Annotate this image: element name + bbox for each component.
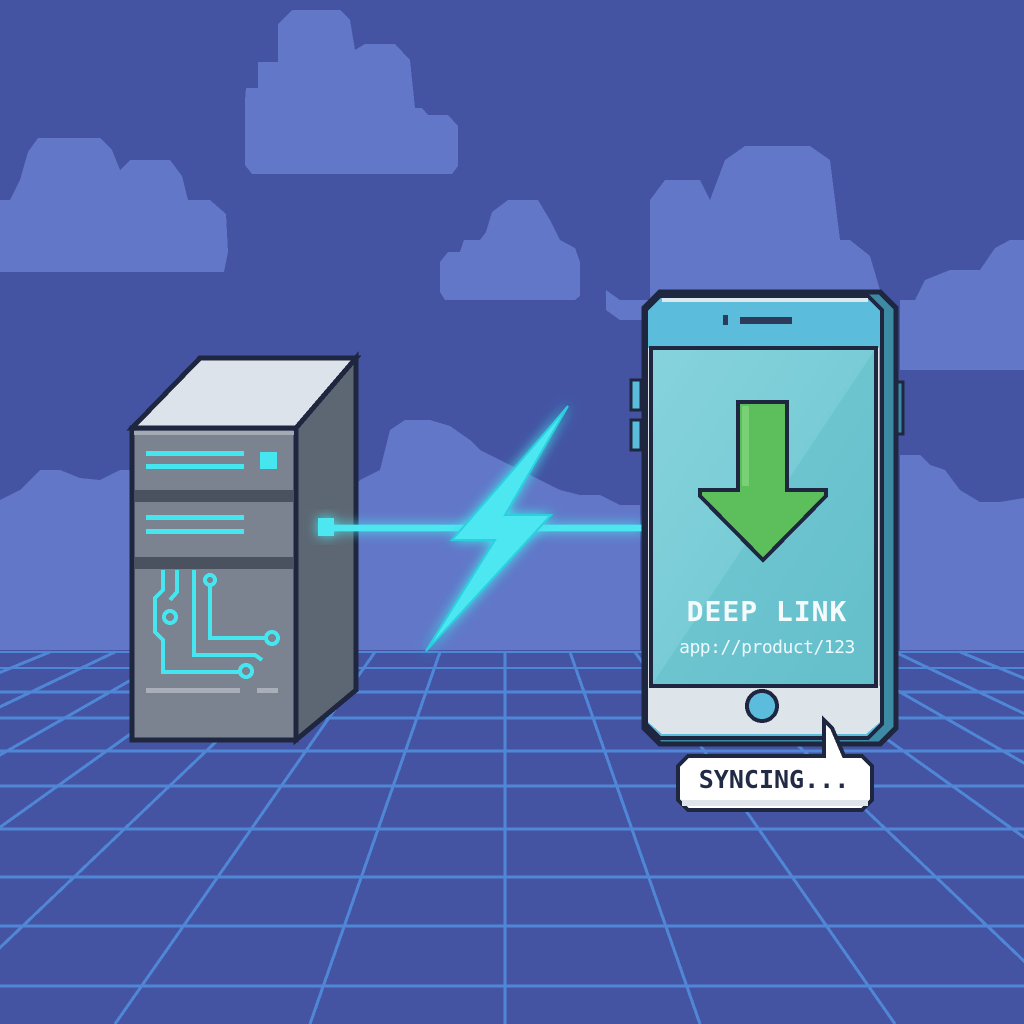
download-arrow-icon	[698, 400, 828, 563]
camera-icon	[723, 315, 728, 325]
bay-divider	[134, 490, 294, 502]
server-bay-2	[146, 515, 244, 534]
server-bay-1	[146, 451, 277, 469]
home-button	[745, 689, 779, 723]
syncing-status: SYNCING...	[698, 765, 850, 794]
deep-link-url[interactable]: app://product/123	[679, 637, 855, 658]
beam-node	[318, 518, 334, 536]
volume-down-button	[629, 418, 643, 452]
status-light-icon	[260, 452, 277, 469]
volume-up-button	[629, 378, 643, 412]
speaker-grille	[740, 317, 792, 324]
circuit-traces-icon	[153, 570, 280, 679]
lightning-bolt-icon	[425, 405, 569, 652]
bay-divider	[134, 557, 294, 569]
deep-link-title: DEEP LINK	[686, 595, 848, 628]
